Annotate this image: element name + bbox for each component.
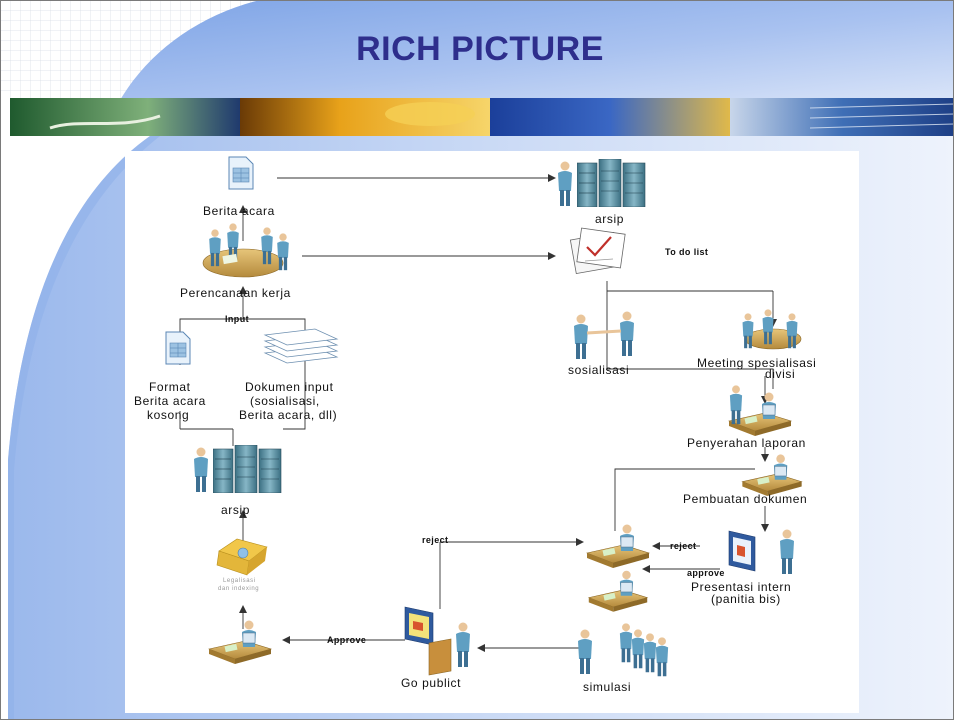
arsip-left-server-icon (213, 445, 282, 493)
meeting-spesialisasi-icon (742, 309, 802, 350)
label-dokumen-1: Dokumen input (245, 380, 334, 394)
label-reject-left: reject (422, 535, 448, 545)
label-meeting-2: divisi (765, 367, 795, 381)
label-approve-right: approve (687, 568, 725, 578)
label-arsip-top: arsip (595, 212, 624, 226)
label-todolist: To do list (665, 247, 708, 257)
label-pembuatan: Pembuatan dokumen (683, 492, 807, 506)
label-format-3: kosong (147, 408, 189, 422)
label-reject-right: reject (670, 541, 696, 551)
label-meeting-1: Meeting spesialisasi (697, 356, 816, 370)
label-format-2: Berita acara (134, 394, 206, 408)
label-approve-bottom: Approve (327, 635, 366, 645)
connector-todolist-branch (606, 281, 774, 389)
label-presentasi-1: Presentasi intern (691, 580, 791, 594)
arsip-top-server-icon (577, 159, 646, 207)
connector-pembuatan-to-review (614, 468, 755, 531)
diagram-canvas (125, 151, 859, 713)
label-arsip-left: arsip (221, 503, 250, 517)
banner-photo-cable (10, 98, 240, 136)
banner-photo-hand (490, 98, 730, 136)
dokumen-input-stack-icon (263, 328, 339, 364)
rich-picture-diagram: Berita acara arsip Perencanaan kerja To … (125, 151, 859, 713)
label-legalisasi-1: Legalisasi (223, 578, 256, 584)
legalisasi-folder-icon (216, 538, 268, 576)
label-simulasi: simulasi (583, 680, 631, 694)
label-input: Input (225, 314, 249, 324)
presentasi-board-icon (728, 530, 756, 572)
label-sosialisasi: sosialisasi (568, 363, 629, 377)
label-format-1: Format (149, 380, 191, 394)
label-dokumen-2: (sosialisasi, (250, 394, 320, 408)
todolist-icon (569, 227, 626, 275)
format-doc-icon (165, 331, 191, 365)
slide-title: RICH PICTURE (356, 30, 604, 68)
berita-acara-doc-icon (228, 156, 254, 190)
gopublic-screen-icon (404, 606, 452, 676)
label-berita-acara: Berita acara (203, 204, 275, 218)
photo-banner (10, 98, 954, 136)
label-legalisasi-2: dan indexing (218, 586, 259, 592)
perencanaan-meeting-icon (202, 223, 289, 278)
label-presentasi-2: (panitia bis) (711, 592, 781, 606)
label-gopublic: Go publict (401, 676, 461, 690)
label-dokumen-3: Berita acara, dll) (239, 408, 337, 422)
label-penyerahan: Penyerahan laporan (687, 436, 806, 450)
label-perencanaan-kerja: Perencanaan kerja (180, 286, 291, 300)
